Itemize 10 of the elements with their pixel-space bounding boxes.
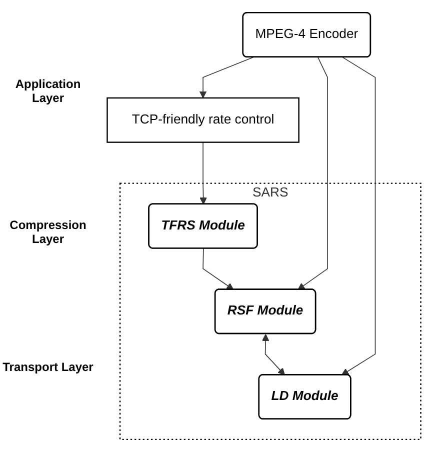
- node-box: TCP-friendly rate control: [106, 96, 300, 142]
- arrow: [200, 141, 207, 204]
- layer-label: Transport Layer: [2, 360, 94, 374]
- arrow: [202, 248, 234, 290]
- arrow: [262, 333, 286, 375]
- layer-label: Application Layer: [14, 76, 82, 105]
- arrow: [298, 56, 328, 290]
- arrow: [341, 56, 376, 375]
- arrow: [199, 56, 254, 98]
- layer-label: Compression Layer: [8, 218, 88, 246]
